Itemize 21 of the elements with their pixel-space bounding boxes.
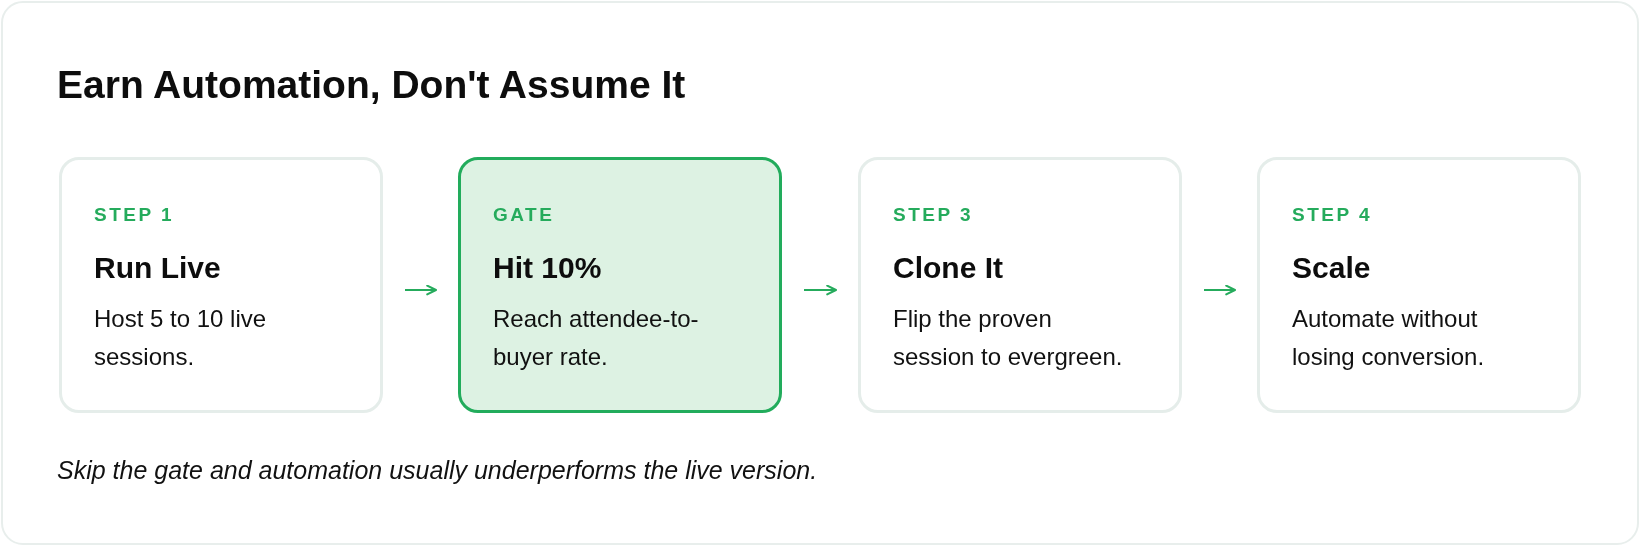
step-title: Run Live bbox=[94, 251, 221, 285]
step-label: GATE bbox=[493, 204, 555, 226]
step-description: Host 5 to 10 live sessions. bbox=[94, 304, 268, 372]
step-title: Hit 10% bbox=[493, 251, 602, 285]
step-description: Reach attendee-to-buyer rate. bbox=[493, 304, 700, 372]
step-card bbox=[59, 157, 383, 413]
arrow bbox=[803, 284, 837, 296]
caption-note: Skip the gate and automation usually underperforms the live version. bbox=[57, 455, 818, 485]
step-title: Clone It bbox=[893, 251, 1003, 285]
arrow bbox=[404, 284, 437, 296]
step-description: Flip the proven session to evergreen. bbox=[893, 304, 1124, 372]
step-label: STEP 3 bbox=[893, 204, 974, 226]
step-card bbox=[1257, 157, 1581, 413]
step-title: Scale bbox=[1292, 251, 1371, 285]
diagram-title: Earn Automation, Don't Assume It bbox=[57, 62, 686, 108]
arrow bbox=[1203, 284, 1236, 296]
step-card bbox=[858, 157, 1182, 413]
gate-card bbox=[458, 157, 782, 413]
step-label: STEP 4 bbox=[1292, 204, 1373, 226]
step-description: Automate without losing conversion. bbox=[1292, 304, 1486, 372]
step-label: STEP 1 bbox=[94, 204, 175, 226]
